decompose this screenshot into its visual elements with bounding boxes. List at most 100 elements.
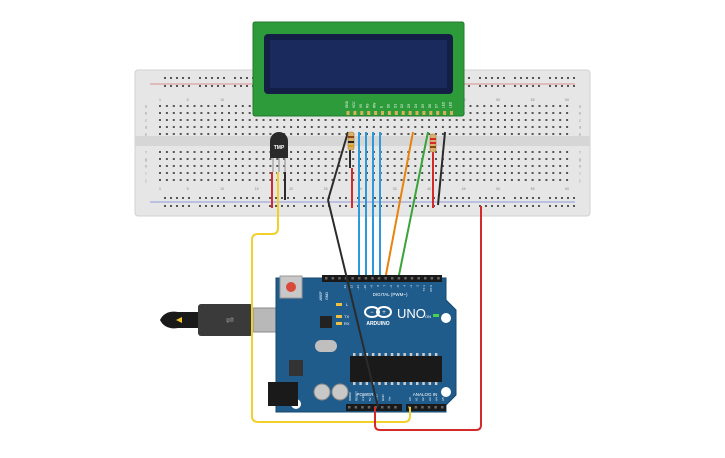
- breadboard-hole: [524, 158, 527, 160]
- wire-black-gnd[interactable]: [327, 199, 379, 408]
- breadboard-hole: [283, 158, 286, 160]
- reset-button[interactable]: [286, 282, 296, 292]
- breadboard-hole: [386, 126, 389, 128]
- breadboard-hole: [303, 172, 306, 174]
- breadboard-hole: [255, 179, 258, 181]
- resistor-contrast[interactable]: [347, 131, 355, 151]
- breadboard-hole: [532, 197, 534, 199]
- wire-black-led-cathode[interactable]: [437, 131, 446, 206]
- wire-red-5v[interactable]: [374, 206, 482, 431]
- gnd-top-label: GND: [325, 292, 329, 300]
- breadboard-hole: [275, 205, 277, 207]
- breadboard-hole: [303, 158, 306, 160]
- breadboard-hole: [549, 85, 551, 87]
- resistor-band: [430, 138, 436, 140]
- breadboard-hole: [462, 172, 465, 174]
- usb-plug-housing: [198, 304, 253, 336]
- header-hole: [427, 406, 431, 409]
- breadboard-hole: [552, 151, 555, 153]
- breadboard-hole: [514, 205, 516, 207]
- breadboard-hole: [517, 119, 520, 121]
- usb-cable[interactable]: ⇌: [160, 304, 284, 336]
- breadboard-hole: [504, 165, 506, 167]
- breadboard-hole: [379, 119, 382, 121]
- breadboard-hole: [517, 158, 520, 160]
- breadboard-hole: [207, 172, 210, 174]
- usb-arrow-icon: [176, 317, 182, 323]
- breadboard-hole: [241, 133, 244, 135]
- breadboard-hole: [240, 197, 242, 199]
- breadboard-hole: [255, 151, 258, 153]
- breadboard[interactable]: 1155101015152020252530303535404045455050…: [134, 69, 591, 217]
- breadboard-hole: [526, 197, 528, 199]
- breadboard-hole: [504, 105, 506, 107]
- breadboard-hole: [450, 205, 452, 207]
- breadboard-hole: [293, 197, 295, 199]
- breadboard-hole: [479, 85, 481, 87]
- wire-black-gnd-lcd[interactable]: [327, 131, 349, 201]
- mounting-hole: [441, 387, 451, 397]
- breadboard-hole: [485, 205, 487, 207]
- breadboard-hole: [188, 85, 190, 87]
- lcd-pin: [408, 111, 412, 115]
- chip-leg: [416, 382, 419, 385]
- breadboard-hole: [469, 126, 472, 128]
- lcd-pin-label: D5: [421, 104, 425, 108]
- breadboard-hole: [186, 112, 189, 114]
- breadboard-hole: [211, 197, 213, 199]
- temperature-sensor[interactable]: TMP: [270, 132, 288, 172]
- breadboard-hole: [310, 172, 313, 174]
- breadboard-hole: [462, 158, 465, 160]
- breadboard-hole: [339, 205, 341, 207]
- header-hole: [381, 406, 384, 409]
- breadboard-hole: [448, 133, 451, 135]
- breadboard-hole: [345, 165, 348, 167]
- chip-legs: [353, 353, 438, 385]
- wire-yellow-sensor-to-a0[interactable]: [251, 200, 411, 423]
- row-letter: c: [145, 118, 147, 123]
- breadboard-hole: [200, 133, 203, 135]
- led-l-indicator: [336, 303, 342, 306]
- breadboard-hole: [207, 158, 210, 160]
- breadboard-hole: [228, 133, 230, 135]
- breadboard-hole: [221, 165, 224, 167]
- breadboard-hole: [188, 197, 190, 199]
- breadboard-hole: [170, 197, 172, 199]
- resistor-backlight[interactable]: [429, 133, 437, 153]
- wire-green-rs[interactable]: [397, 131, 429, 281]
- breadboard-hole: [428, 179, 431, 181]
- breadboard-hole: [228, 158, 230, 160]
- breadboard-hole: [188, 77, 190, 79]
- breadboard-hole: [221, 151, 224, 153]
- breadboard-hole: [462, 179, 465, 181]
- breadboard-hole: [469, 165, 472, 167]
- breadboard-hole: [393, 133, 396, 135]
- breadboard-hole: [255, 126, 258, 128]
- breadboard-hole: [479, 77, 481, 79]
- lcd-pin: [394, 111, 398, 115]
- model-label: UNO: [397, 306, 426, 321]
- breadboard-hole: [165, 151, 168, 153]
- breadboard-hole: [469, 119, 472, 121]
- breadboard-hole: [552, 119, 555, 121]
- row-letter: b: [579, 111, 582, 116]
- breadboard-hole: [276, 165, 279, 167]
- breadboard-hole: [214, 158, 217, 160]
- breadboard-hole: [262, 151, 265, 153]
- breadboard-hole: [297, 151, 299, 153]
- breadboard-hole: [374, 205, 376, 207]
- breadboard-hole: [400, 126, 403, 128]
- breadboard-hole: [287, 205, 289, 207]
- breadboard-hole: [469, 105, 472, 107]
- header-hole: [417, 277, 420, 280]
- breadboard-hole: [262, 179, 265, 181]
- breadboard-hole: [179, 151, 182, 153]
- breadboard-hole: [386, 205, 388, 207]
- analog-pin-label: A5: [441, 397, 445, 401]
- wire-orange-enable[interactable]: [384, 131, 414, 281]
- breadboard-hole: [400, 133, 403, 135]
- row-letter: g: [145, 157, 147, 162]
